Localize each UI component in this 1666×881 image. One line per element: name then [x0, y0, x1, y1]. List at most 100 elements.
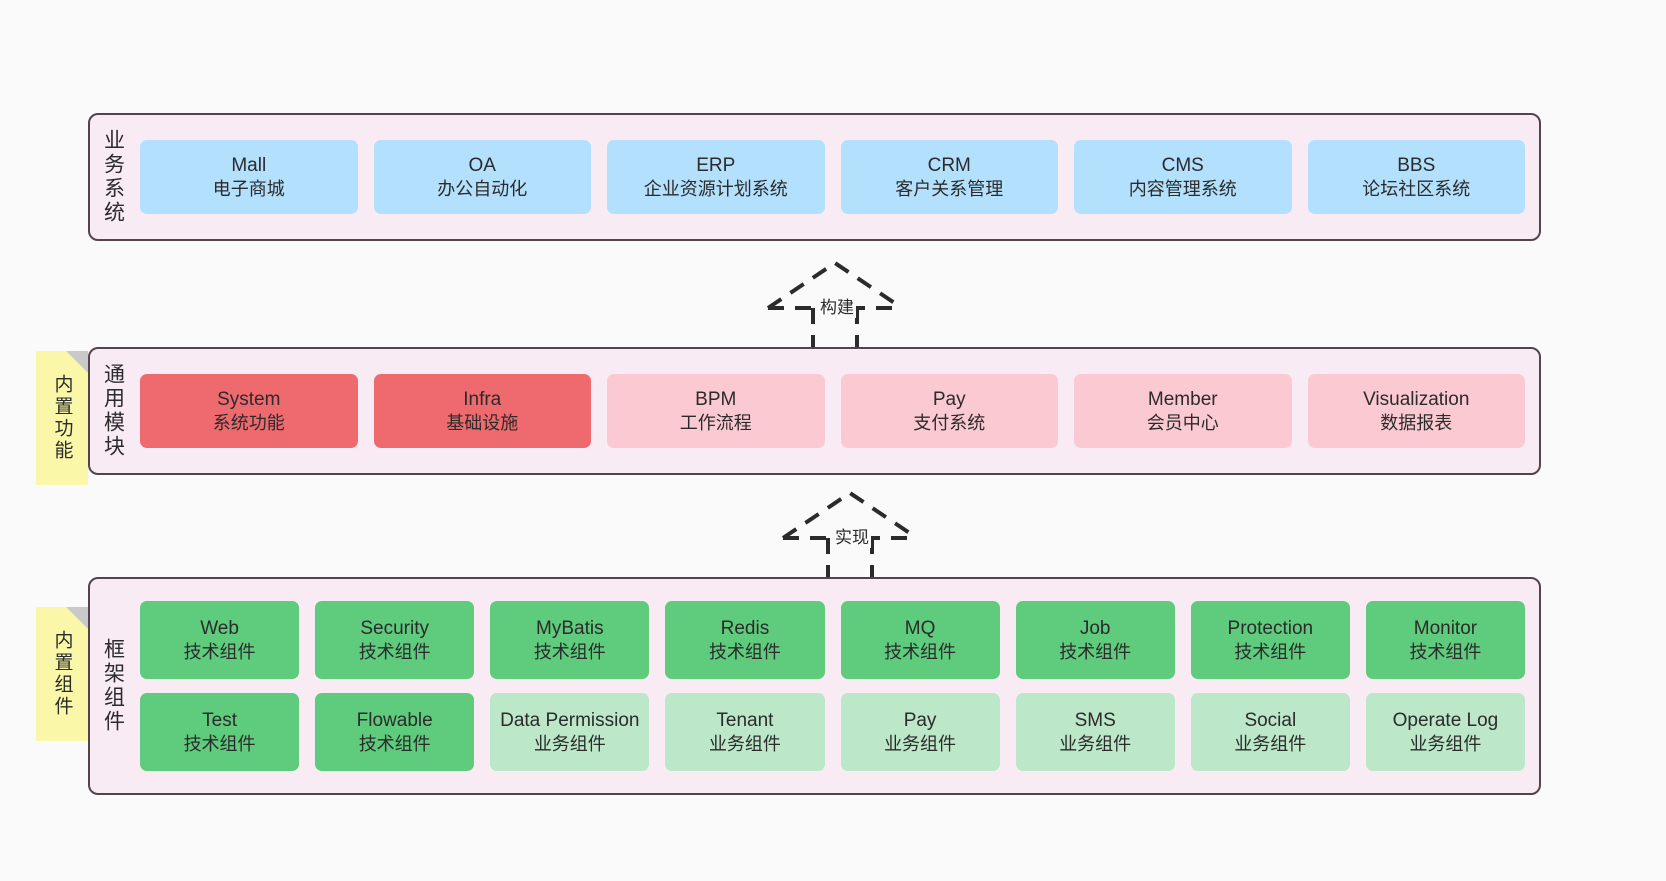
component-desc: 业务组件 — [533, 733, 606, 754]
note-builtin-features: 内置功能 — [36, 351, 88, 485]
component-name: Redis — [720, 617, 770, 639]
connector-implement-label: 实现 — [833, 523, 871, 548]
module-name: ERP — [696, 154, 736, 176]
component-name: Flowable — [356, 709, 433, 731]
component-desc: 技术组件 — [1059, 641, 1132, 662]
note-label: 内置功能 — [51, 374, 73, 462]
component-name: Monitor — [1413, 617, 1478, 639]
module-desc: 电子商城 — [212, 178, 285, 199]
component-card-social[interactable]: Social 业务组件 — [1190, 693, 1350, 771]
connector-build-label: 构建 — [818, 293, 856, 318]
component-name: Job — [1079, 617, 1111, 639]
module-desc: 系统功能 — [212, 412, 285, 433]
module-name: Pay — [932, 388, 966, 410]
module-card-mall[interactable]: Mall 电子商城 — [140, 140, 358, 214]
module-card-system[interactable]: System 系统功能 — [140, 374, 358, 448]
component-name: Operate Log — [1392, 709, 1499, 731]
component-name: Social — [1244, 709, 1297, 731]
layer-business-systems-title: 业务系统 — [101, 129, 125, 225]
connector-implement: 实现 — [770, 488, 930, 580]
component-desc: 技术组件 — [183, 641, 256, 662]
component-name: Security — [360, 617, 429, 639]
module-name: Member — [1147, 388, 1218, 410]
layer-common-modules-row: System 系统功能 Infra 基础设施 BPM 工作流程 Pay 支付系统… — [140, 374, 1525, 448]
module-name: Visualization — [1363, 388, 1470, 410]
component-card-sms[interactable]: SMS 业务组件 — [1015, 693, 1175, 771]
component-desc: 技术组件 — [708, 641, 781, 662]
module-desc: 内容管理系统 — [1128, 178, 1237, 199]
component-desc: 技术组件 — [1409, 641, 1482, 662]
layer-common-modules-body: System 系统功能 Infra 基础设施 BPM 工作流程 Pay 支付系统… — [136, 349, 1539, 473]
layer-framework-components-row-business: Test 技术组件 Flowable 技术组件 Data Permission … — [140, 693, 1525, 771]
module-card-oa[interactable]: OA 办公自动化 — [373, 140, 591, 214]
note-builtin-components: 内置组件 — [36, 607, 88, 741]
module-name: Mall — [231, 154, 267, 176]
module-desc: 企业资源计划系统 — [643, 178, 788, 199]
layer-framework-components-title: 框架组件 — [101, 638, 125, 734]
module-name: OA — [468, 154, 496, 176]
component-name: MQ — [904, 617, 936, 639]
component-card-web[interactable]: Web 技术组件 — [140, 601, 300, 679]
module-desc: 论坛社区系统 — [1362, 178, 1471, 199]
layer-business-systems-row: Mall 电子商城 OA 办公自动化 ERP 企业资源计划系统 CRM 客户关系… — [140, 140, 1525, 214]
component-name: Pay — [903, 709, 937, 731]
component-desc: 技术组件 — [1234, 641, 1307, 662]
component-card-flowable[interactable]: Flowable 技术组件 — [315, 693, 475, 771]
module-card-pay[interactable]: Pay 支付系统 — [840, 374, 1058, 448]
component-card-redis[interactable]: Redis 技术组件 — [665, 601, 825, 679]
note-fold-icon — [66, 607, 88, 629]
component-name: Protection — [1227, 617, 1314, 639]
component-card-mybatis[interactable]: MyBatis 技术组件 — [490, 601, 650, 679]
layer-common-modules-title: 通用模块 — [101, 363, 125, 459]
note-fold-icon — [66, 351, 88, 373]
component-card-pay[interactable]: Pay 业务组件 — [840, 693, 1000, 771]
component-desc: 业务组件 — [884, 733, 957, 754]
module-name: Infra — [463, 388, 502, 410]
module-card-cms[interactable]: CMS 内容管理系统 — [1074, 140, 1292, 214]
component-name: SMS — [1074, 709, 1116, 731]
module-card-infra[interactable]: Infra 基础设施 — [373, 374, 591, 448]
component-card-test[interactable]: Test 技术组件 — [140, 693, 300, 771]
layer-framework-components: 框架组件 Web 技术组件 Security 技术组件 MyBatis 技术组件… — [88, 577, 1541, 795]
module-card-erp[interactable]: ERP 企业资源计划系统 — [607, 140, 825, 214]
component-desc: 技术组件 — [358, 641, 431, 662]
component-card-tenant[interactable]: Tenant 业务组件 — [665, 693, 825, 771]
component-card-job[interactable]: Job 技术组件 — [1015, 601, 1175, 679]
module-desc: 工作流程 — [679, 412, 752, 433]
component-desc: 技术组件 — [183, 733, 256, 754]
module-name: CMS — [1161, 154, 1204, 176]
component-desc: 业务组件 — [1059, 733, 1132, 754]
module-card-member[interactable]: Member 会员中心 — [1074, 374, 1292, 448]
component-name: Web — [200, 617, 239, 639]
module-name: BPM — [695, 388, 737, 410]
module-card-crm[interactable]: CRM 客户关系管理 — [840, 140, 1058, 214]
layer-framework-components-body: Web 技术组件 Security 技术组件 MyBatis 技术组件 Redi… — [136, 579, 1539, 793]
layer-business-systems: 业务系统 Mall 电子商城 OA 办公自动化 ERP 企业资源计划系统 CRM… — [88, 113, 1541, 241]
component-desc: 业务组件 — [1234, 733, 1307, 754]
layer-business-systems-body: Mall 电子商城 OA 办公自动化 ERP 企业资源计划系统 CRM 客户关系… — [136, 115, 1539, 239]
component-card-monitor[interactable]: Monitor 技术组件 — [1365, 601, 1525, 679]
module-desc: 客户关系管理 — [895, 178, 1004, 199]
module-card-bbs[interactable]: BBS 论坛社区系统 — [1307, 140, 1525, 214]
module-desc: 办公自动化 — [437, 178, 528, 199]
module-card-visualization[interactable]: Visualization 数据报表 — [1307, 374, 1525, 448]
component-desc: 技术组件 — [533, 641, 606, 662]
module-card-bpm[interactable]: BPM 工作流程 — [607, 374, 825, 448]
module-desc: 支付系统 — [913, 412, 986, 433]
component-name: Tenant — [716, 709, 774, 731]
module-desc: 基础设施 — [446, 412, 519, 433]
component-card-mq[interactable]: MQ 技术组件 — [840, 601, 1000, 679]
module-desc: 数据报表 — [1380, 412, 1453, 433]
component-name: MyBatis — [536, 617, 604, 639]
component-card-protection[interactable]: Protection 技术组件 — [1190, 601, 1350, 679]
component-card-operate-log[interactable]: Operate Log 业务组件 — [1365, 693, 1525, 771]
component-card-data-permission[interactable]: Data Permission 业务组件 — [490, 693, 650, 771]
layer-common-modules: 通用模块 System 系统功能 Infra 基础设施 BPM 工作流程 Pay… — [88, 347, 1541, 475]
module-name: CRM — [927, 154, 971, 176]
layer-framework-components-row-tech: Web 技术组件 Security 技术组件 MyBatis 技术组件 Redi… — [140, 601, 1525, 679]
connector-build: 构建 — [755, 258, 915, 350]
module-name: BBS — [1397, 154, 1436, 176]
component-card-security[interactable]: Security 技术组件 — [315, 601, 475, 679]
module-name: System — [217, 388, 281, 410]
